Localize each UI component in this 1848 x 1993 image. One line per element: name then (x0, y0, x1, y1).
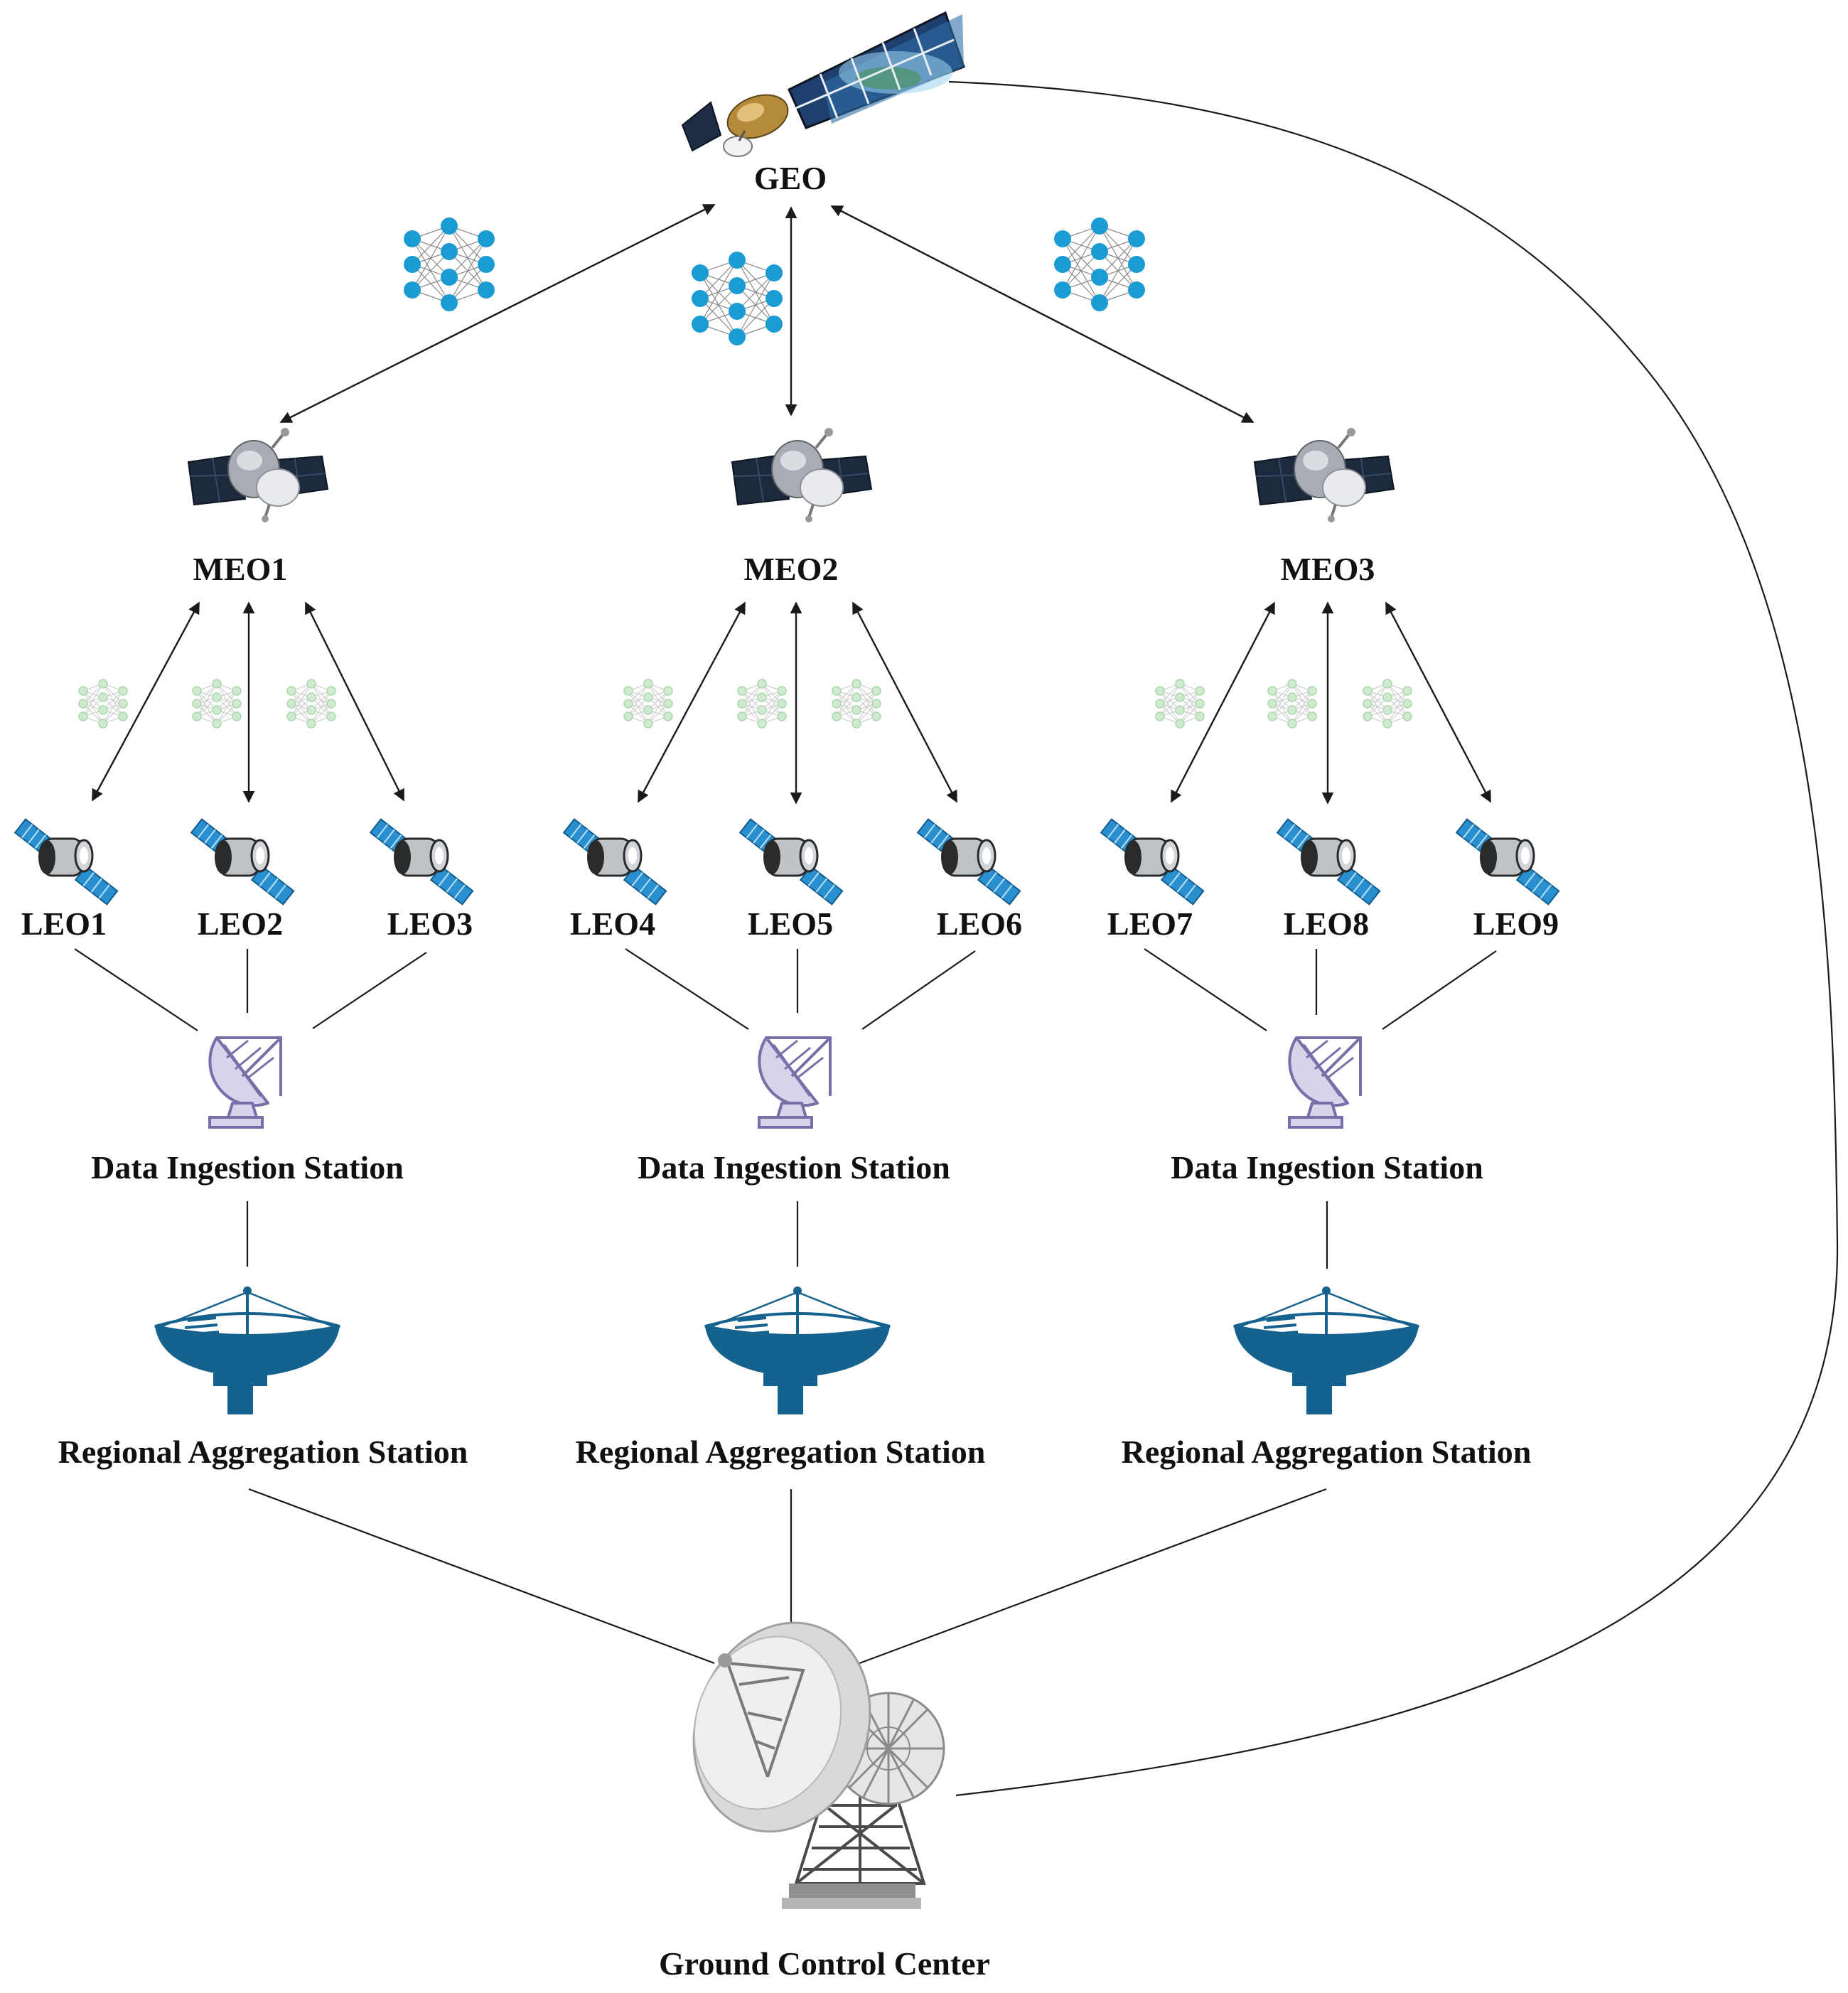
link-ground-geo (948, 80, 1839, 1797)
neural-network-icon (1053, 217, 1146, 312)
faded-neural-network-icon (737, 679, 787, 729)
leo-label: LEO5 (748, 906, 833, 942)
leo-node-7: LEO7 (1100, 818, 1205, 942)
link-meo1-leo1 (91, 601, 200, 802)
geo-node: GEO (681, 11, 965, 196)
link-leo4-ingest2 (625, 948, 749, 1030)
leo-satellite-icon (562, 818, 667, 906)
faded-neural-network-icon (1363, 679, 1412, 729)
leo-node-1: LEO1 (14, 818, 119, 942)
link-leo9-ingest3 (1382, 950, 1497, 1030)
ground-label: Ground Control Center (659, 1945, 990, 1982)
link-geo-meo1 (279, 203, 716, 424)
regional-label: Regional Aggregation Station (58, 1434, 468, 1470)
ingestion-station-3: Data Ingestion Station (1171, 1036, 1483, 1186)
faded-neural-network-icon (623, 679, 673, 729)
leo-satellite-icon (916, 818, 1021, 906)
meo-node-2: MEO2 (731, 426, 873, 587)
ingestion-dish-icon (1288, 1036, 1362, 1129)
leo-node-3: LEO3 (369, 818, 474, 942)
meo-satellite-icon (187, 426, 329, 524)
leo-satellite-icon (1276, 818, 1381, 906)
ingestion-dish-icon (208, 1036, 282, 1129)
link-region1-ground (248, 1488, 715, 1665)
faded-neural-network-icon (1155, 679, 1205, 729)
faded-neural-network-icon (1267, 679, 1317, 729)
meo-node-1: MEO1 (187, 426, 329, 587)
link-leo1-ingest1 (74, 948, 198, 1031)
neural-network-icon (691, 251, 783, 346)
regional-station-2: Regional Aggregation Station (576, 1285, 986, 1470)
leo-label: LEO7 (1107, 906, 1193, 942)
leo-label: LEO8 (1284, 906, 1369, 942)
regional-label: Regional Aggregation Station (576, 1434, 986, 1470)
ingestion-dish-icon (758, 1036, 832, 1129)
regional-station-1: Regional Aggregation Station (58, 1285, 468, 1470)
link-meo2-leo4 (637, 601, 746, 803)
leo-satellite-icon (369, 818, 474, 906)
ingestion-station-1: Data Ingestion Station (91, 1036, 404, 1186)
regional-station-3: Regional Aggregation Station (1122, 1285, 1532, 1470)
leo-node-9: LEO9 (1455, 818, 1560, 942)
faded-neural-network-icon (78, 679, 128, 729)
meo-label: MEO2 (744, 551, 839, 587)
leo-label: LEO6 (937, 906, 1022, 942)
link-region3-ground (855, 1488, 1327, 1666)
link-meo3-leo7 (1170, 601, 1276, 803)
link-meo1-leo3 (304, 601, 405, 802)
leo-node-2: LEO2 (190, 818, 295, 942)
ground-control-node: Ground Control Center (659, 1596, 990, 1982)
faded-neural-network-icon (286, 679, 336, 729)
link-meo3-leo9 (1385, 601, 1492, 803)
regional-dish-icon (1232, 1285, 1420, 1416)
leo-label: LEO4 (570, 906, 655, 942)
faded-neural-network-icon (832, 679, 881, 729)
leo-label: LEO2 (198, 906, 283, 942)
leo-satellite-icon (1455, 818, 1560, 906)
leo-satellite-icon (1100, 818, 1205, 906)
ingestion-label: Data Ingestion Station (91, 1149, 404, 1186)
ingestion-station-2: Data Ingestion Station (638, 1036, 950, 1186)
link-leo6-ingest2 (861, 950, 976, 1030)
leo-satellite-icon (14, 818, 119, 906)
meo-label: MEO1 (193, 551, 288, 587)
geo-satellite-icon (681, 11, 965, 158)
ground-control-dish-icon (663, 1596, 945, 1911)
regional-dish-icon (704, 1285, 891, 1416)
link-meo2-leo6 (852, 601, 958, 803)
ingestion-label: Data Ingestion Station (1171, 1149, 1483, 1186)
leo-satellite-icon (738, 818, 844, 906)
meo-satellite-icon (731, 426, 873, 524)
link-leo7-ingest3 (1144, 948, 1267, 1031)
meo-label: MEO3 (1281, 551, 1375, 587)
faded-neural-network-icon (192, 679, 242, 729)
meo-satellite-icon (1253, 426, 1395, 524)
regional-label: Regional Aggregation Station (1122, 1434, 1532, 1470)
meo-node-3: MEO3 (1253, 426, 1395, 587)
leo-label: LEO9 (1473, 906, 1559, 942)
leo-node-4: LEO4 (562, 818, 667, 942)
links-layer (74, 80, 1839, 1797)
leo-satellite-icon (190, 818, 295, 906)
geo-label: GEO (754, 160, 827, 196)
regional-dish-icon (154, 1285, 341, 1416)
leo-node-6: LEO6 (916, 818, 1022, 942)
neural-network-icon (403, 217, 495, 312)
leo-node-5: LEO5 (738, 818, 844, 942)
leo-label: LEO3 (387, 906, 473, 942)
ingestion-label: Data Ingestion Station (638, 1149, 950, 1186)
leo-label: LEO1 (21, 906, 107, 942)
link-geo-meo3 (830, 205, 1255, 424)
leo-node-8: LEO8 (1276, 818, 1381, 942)
link-leo3-ingest1 (312, 952, 427, 1029)
